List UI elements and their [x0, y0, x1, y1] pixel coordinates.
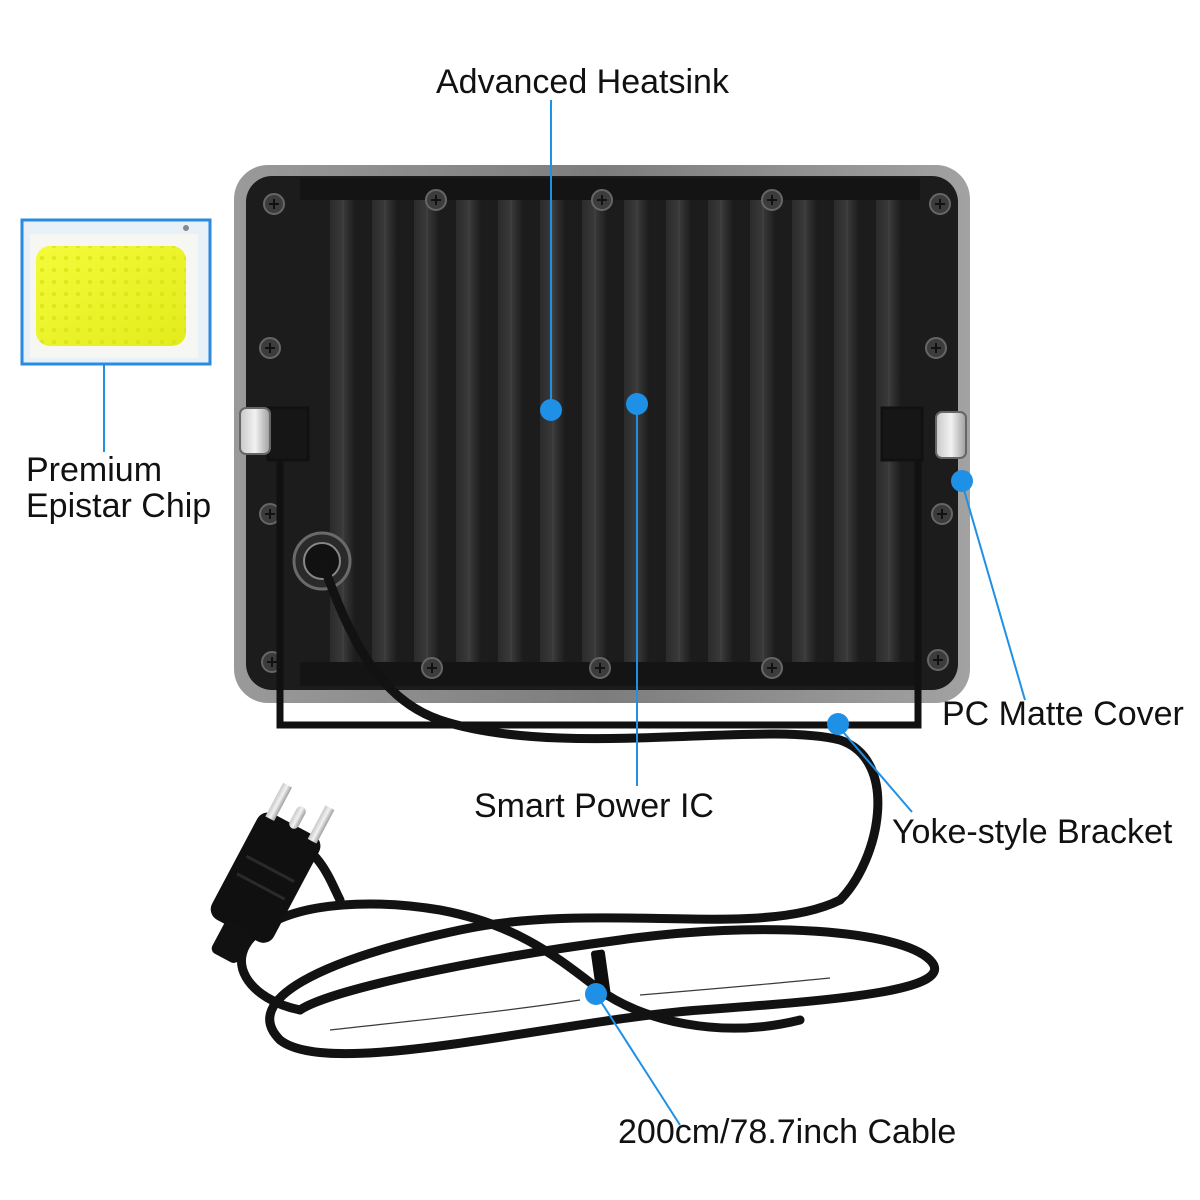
screw-slot	[767, 195, 777, 205]
callout-dots	[540, 393, 973, 1005]
screw-slot	[931, 343, 941, 353]
label-advanced-heatsink: Advanced Heatsink	[436, 63, 729, 101]
screw-slot	[269, 199, 279, 209]
screw-slot	[933, 655, 943, 665]
screw-slot	[595, 663, 605, 673]
screw-slot	[427, 663, 437, 673]
label-cable-length: 200cm/78.7inch Cable	[618, 1113, 957, 1151]
screw-slot	[935, 199, 945, 209]
screw-slot	[265, 509, 275, 519]
heatsink-fins	[330, 196, 902, 666]
label-epistar-chip: Epistar Chip	[26, 487, 212, 525]
screw-slot	[767, 663, 777, 673]
bracket-knobs	[239, 407, 967, 459]
cable-printing	[329, 977, 831, 1031]
label-smart-power-ic: Smart Power IC	[474, 787, 714, 825]
cable-dot	[585, 983, 607, 1005]
heatsink-dot	[540, 399, 562, 421]
power-cable	[237, 556, 940, 1059]
label-pc-matte-cover: PC Matte Cover	[942, 695, 1184, 733]
cover-dot	[951, 470, 973, 492]
screw-slot	[597, 195, 607, 205]
floodlight-housing	[234, 165, 970, 703]
yoke-bracket	[266, 406, 924, 729]
screw-slot	[937, 509, 947, 519]
power-ic-dot	[626, 393, 648, 415]
plug	[210, 782, 335, 963]
label-yoke-style-bracket: Yoke-style Bracket	[892, 813, 1173, 851]
bracket-dot	[827, 713, 849, 735]
screw-slot	[265, 343, 275, 353]
label-premium: Premium	[26, 451, 163, 489]
screw-slot	[431, 195, 441, 205]
screw-slot	[267, 657, 277, 667]
epistar-chip-inset	[20, 218, 212, 366]
callout-lines	[103, 100, 1026, 1126]
screws	[259, 189, 953, 679]
